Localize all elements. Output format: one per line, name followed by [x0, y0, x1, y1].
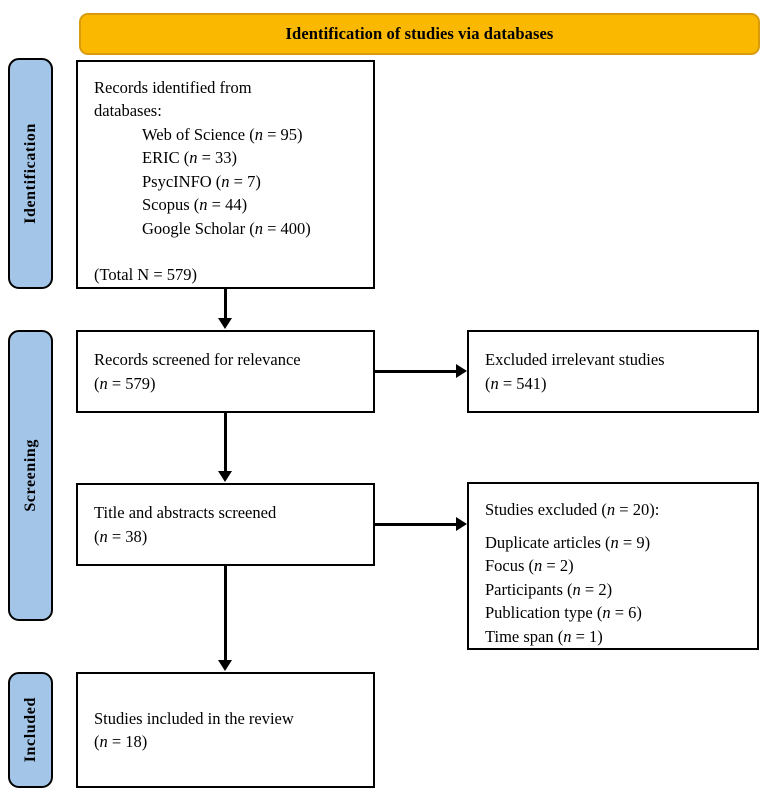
- studies-included-count: (n = 18): [94, 732, 148, 751]
- title-abstracts-count: (n = 38): [94, 526, 148, 546]
- box-studies-excluded-reasons: Studies excluded (n = 20): Duplicate art…: [467, 482, 759, 650]
- stage-rail-included-label: Included: [21, 697, 39, 763]
- source-google-scholar: Google Scholar (n = 400): [142, 218, 311, 238]
- records-screened-count: (n = 579): [94, 373, 156, 393]
- excluded-irrelevant-label: Excluded irrelevant studies: [485, 350, 665, 370]
- records-identified-spacer: [94, 240, 357, 263]
- connector-screened-to-titles: [224, 413, 227, 472]
- reason-time-span: Time span (n = 1): [485, 626, 603, 646]
- box-title-abstracts-screened: Title and abstracts screened (n = 38): [76, 483, 375, 566]
- source-eric: ERIC (n = 33): [142, 148, 238, 168]
- source-psycinfo: PsycINFO (n = 7): [142, 171, 261, 191]
- phase-banner-identification-databases: Identification of studies via databases: [79, 13, 760, 55]
- records-identified-heading-line2: databases:: [94, 101, 162, 121]
- stage-rail-screening: Screening: [8, 330, 53, 621]
- connector-titles-to-included: [224, 566, 227, 661]
- reason-publication-type: Publication type (n = 6): [485, 603, 642, 623]
- records-identified-heading-line1: Records identified from: [94, 78, 252, 97]
- source-web-of-science: Web of Science (n = 95): [142, 124, 303, 144]
- connector-identified-to-screened: [224, 289, 227, 319]
- arrowhead-down-icon-identified-to-screened: [218, 318, 232, 329]
- excluded-irrelevant-count: (n = 541): [485, 373, 547, 393]
- reason-duplicate-articles: Duplicate articles (n = 9): [485, 532, 651, 552]
- box-records-identified: Records identified from databases: Web o…: [76, 60, 375, 289]
- stage-rail-identification-label: Identification: [21, 123, 39, 224]
- stage-rail-included: Included: [8, 672, 53, 788]
- connector-titles-to-excluded-reasons: [375, 523, 457, 526]
- reason-focus: Focus (n = 2): [485, 556, 574, 576]
- box-records-screened: Records screened for relevance (n = 579): [76, 330, 375, 413]
- reason-participants: Participants (n = 2): [485, 579, 613, 599]
- arrowhead-right-icon-titles-to-excluded-reasons: [456, 517, 467, 531]
- records-screened-label: Records screened for relevance: [94, 350, 301, 370]
- stage-rail-screening-label: Screening: [21, 439, 39, 512]
- stage-rail-identification: Identification: [8, 58, 53, 289]
- arrowhead-right-icon-screened-to-excluded: [456, 364, 467, 378]
- studies-excluded-heading: Studies excluded (n = 20):: [485, 500, 660, 519]
- box-excluded-irrelevant-studies: Excluded irrelevant studies (n = 541): [467, 330, 759, 413]
- title-abstracts-label: Title and abstracts screened: [94, 503, 277, 523]
- source-scopus: Scopus (n = 44): [142, 195, 248, 215]
- studies-included-label: Studies included in the review: [94, 708, 294, 728]
- arrowhead-down-icon-titles-to-included: [218, 660, 232, 671]
- arrowhead-down-icon-screened-to-titles: [218, 471, 232, 482]
- records-identified-total: (Total N = 579): [94, 265, 198, 285]
- studies-excluded-spacer: [485, 521, 741, 530]
- box-studies-included: Studies included in the review (n = 18): [76, 672, 375, 788]
- connector-screened-to-excluded-irrelevant: [375, 370, 457, 373]
